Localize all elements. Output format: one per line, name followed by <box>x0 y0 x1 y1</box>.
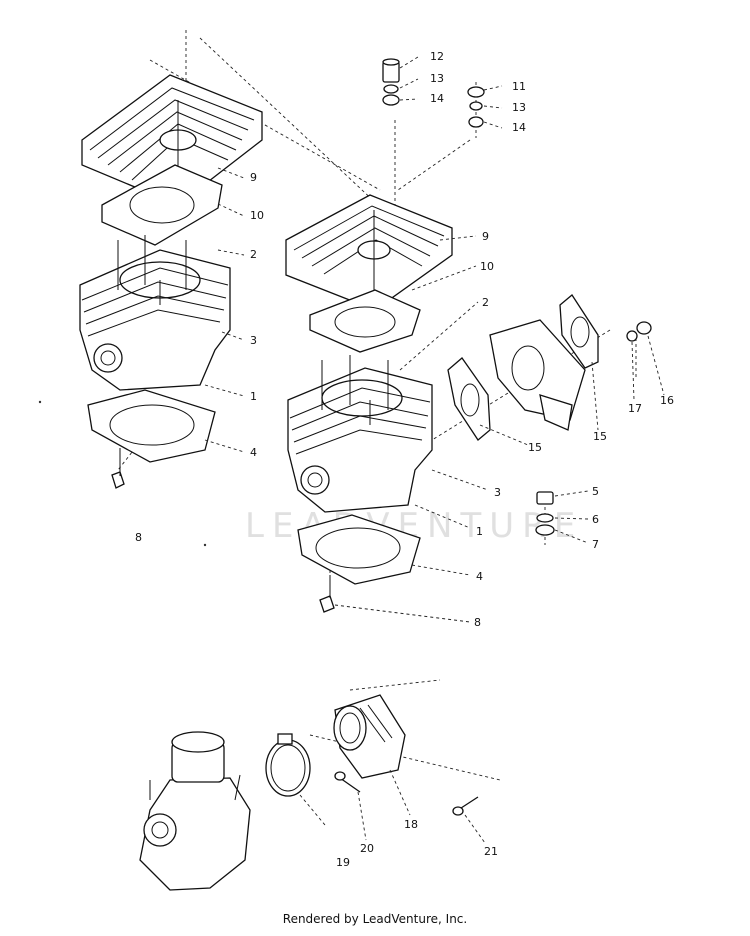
intake-manifold <box>489 319 586 431</box>
callout-numbers: 12 13 14 11 13 14 9 10 2 3 1 4 8 9 10 2 … <box>135 50 674 869</box>
nut-16 <box>636 321 652 335</box>
washer-13b <box>469 101 483 111</box>
callout-9-right: 9 <box>482 230 489 243</box>
cylinder-left <box>79 235 231 391</box>
base-gasket-left <box>87 389 216 463</box>
washer-7 <box>535 524 555 536</box>
stud-left <box>111 448 125 489</box>
washer-6 <box>536 513 554 523</box>
cylinder-head-left <box>81 74 263 206</box>
callout-3-left: 3 <box>250 334 257 347</box>
washer-14a <box>382 94 400 106</box>
callout-leaders <box>204 56 665 844</box>
callout-14-top-left: 14 <box>430 92 444 105</box>
callout-15-rear: 15 <box>593 430 607 443</box>
intake-boot <box>333 694 406 779</box>
callout-1-right: 1 <box>476 525 483 538</box>
callout-16: 16 <box>660 394 674 407</box>
callout-2-right: 2 <box>482 296 489 309</box>
nut-5 <box>536 491 554 505</box>
washer-14b <box>468 116 484 128</box>
dot-mark <box>203 543 207 547</box>
callout-3-right: 3 <box>494 486 501 499</box>
callout-5: 5 <box>592 485 599 498</box>
callout-21: 21 <box>484 845 498 858</box>
callout-13-top-left: 13 <box>430 72 444 85</box>
callout-6: 6 <box>592 513 599 526</box>
dot-mark <box>38 400 42 404</box>
callout-8-left: 8 <box>135 531 142 544</box>
callout-14-top-right: 14 <box>512 121 526 134</box>
callout-17: 17 <box>628 402 642 415</box>
carburetor <box>139 731 251 891</box>
callout-18: 18 <box>404 818 418 831</box>
nut-12 <box>382 58 400 83</box>
callout-13-top-right: 13 <box>512 101 526 114</box>
head-gasket-left <box>101 164 223 246</box>
intake-gasket-front <box>447 357 491 441</box>
head-gasket-right <box>309 289 421 353</box>
washer-13a <box>383 84 399 94</box>
nut-11 <box>467 86 485 98</box>
callout-10-left: 10 <box>250 209 264 222</box>
intake-gasket-rear <box>559 294 599 369</box>
callout-20: 20 <box>360 842 374 855</box>
base-gasket-right <box>297 514 421 585</box>
callout-7: 7 <box>592 538 599 551</box>
callout-8-right: 8 <box>474 616 481 629</box>
callout-10-right: 10 <box>480 260 494 273</box>
clamp <box>265 733 311 797</box>
callout-19: 19 <box>336 856 350 869</box>
cylinder-right <box>287 355 433 513</box>
callout-15-front: 15 <box>528 441 542 454</box>
callout-12: 12 <box>430 50 444 63</box>
callout-9-left: 9 <box>250 171 257 184</box>
callout-4-left: 4 <box>250 446 257 459</box>
callout-4-right: 4 <box>476 570 483 583</box>
screw-21 <box>452 796 479 816</box>
callout-11: 11 <box>512 80 526 93</box>
washer-17 <box>626 330 638 342</box>
screw-20 <box>334 771 361 793</box>
footer-credit: Rendered by LeadVenture, Inc. <box>282 912 468 926</box>
callout-2-left: 2 <box>250 248 257 261</box>
stud-right <box>319 575 335 613</box>
callout-1-left: 1 <box>250 390 257 403</box>
cylinder-head-right <box>285 194 453 311</box>
